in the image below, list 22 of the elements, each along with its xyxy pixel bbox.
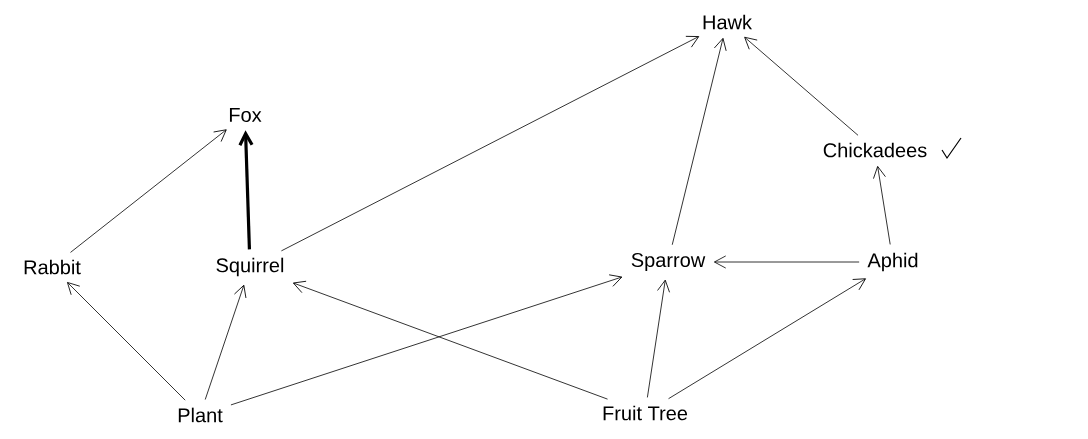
node-label: Chickadees (823, 142, 927, 158)
arrow (204, 284, 247, 400)
arrow (67, 282, 186, 401)
node-label: Sparrow (631, 252, 706, 272)
node-label: Aphid (867, 252, 918, 272)
arrow (647, 279, 670, 398)
arrow (238, 130, 254, 250)
node-label: Plant (178, 407, 223, 423)
node-label: Squirrel (216, 257, 284, 277)
node-label: Rabbit (24, 259, 81, 275)
arrow (744, 36, 859, 136)
node-label: Fox (229, 108, 262, 122)
node-label: Hawk (703, 14, 752, 30)
arrow (230, 274, 623, 406)
arrow (671, 37, 727, 246)
arrow (281, 35, 700, 252)
arrow (873, 166, 891, 245)
node-label: Fruit Tree (603, 405, 688, 421)
arrow (292, 280, 608, 400)
arrow (668, 278, 866, 400)
arrow (70, 129, 227, 253)
arrow (713, 255, 860, 269)
